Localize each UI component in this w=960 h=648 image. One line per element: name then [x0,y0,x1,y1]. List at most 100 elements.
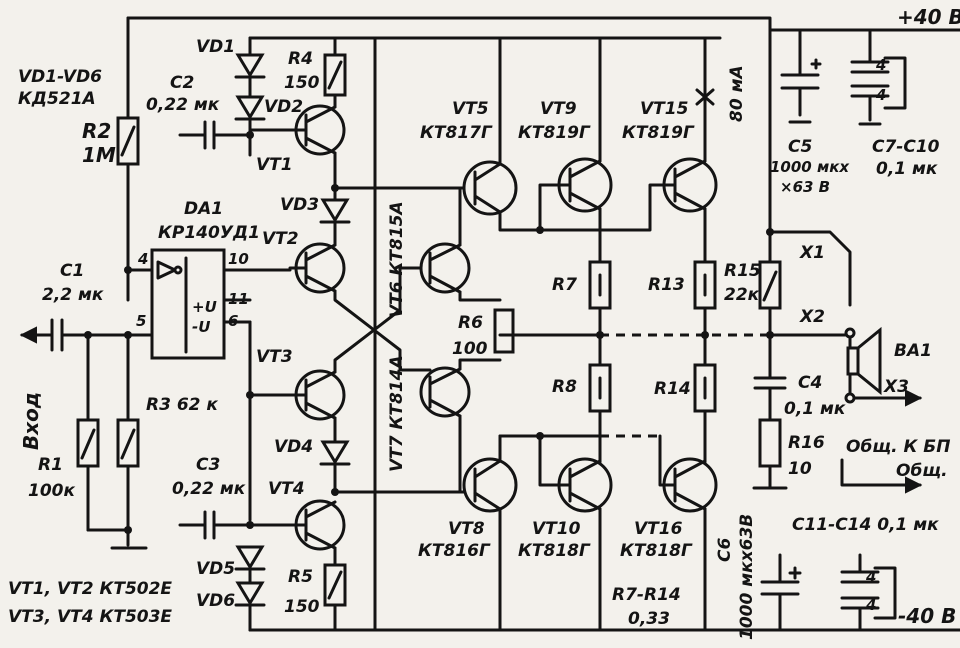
vt10-label: VT10 [532,519,581,539]
r2-value: 1М [82,143,116,167]
vd5-label: VD5 [196,559,235,579]
transistor-vt5 [462,160,518,216]
r16-label: R16 [788,433,825,453]
r6-value: 100 [452,339,488,359]
r7-r14-label: R7-R14 [612,585,681,605]
r15-label: R15 [724,261,761,281]
vt7-label: VT7 КТ814А [387,355,407,472]
current-label: 80 мА [727,65,747,122]
vt8-type-label: КТ816Г [418,541,491,561]
common-psu-label: Общ. К БП [846,437,951,457]
resistor-r6 [493,308,515,354]
vt6-label: VT6 КТ815А [387,201,407,318]
transistor-vt8 [462,457,518,513]
vt5-label: VT5 [452,99,489,119]
vt9-type-label: КТ819Г [518,123,591,143]
c11-c14-count-2: 4 [865,596,876,614]
r8-label: R8 [552,377,577,397]
vd4-label: VD4 [274,437,313,457]
input-label: Вход [19,392,43,450]
diode-vd3 [320,198,350,223]
vd6-label: VD6 [196,591,235,611]
resistor-r16 [758,418,782,468]
x2-label: X2 [799,307,825,327]
c4-value: 0,1 мк [784,399,846,419]
vt3-label: VT3 [256,347,293,367]
input-section [19,116,154,550]
c6-label: C6 [715,538,735,562]
output-network [752,28,923,632]
minus-u-label: -U [192,318,210,336]
c5-label: C5 [788,137,812,157]
r4-value: 150 [284,73,320,93]
vt10-type-label: КТ818Г [518,541,591,561]
r1-value: 100к [28,481,75,501]
opamp-da1 [150,248,292,362]
c2-value: 0,22 мк [146,95,220,115]
c2-label: C2 [170,73,194,93]
minus-supply-label: -40 В [898,604,956,628]
vd1-label: VD1 [196,37,235,57]
x1-label: X1 [799,243,825,263]
vd-series-label: VD1-VD6 [18,67,102,87]
pin-11: 11 [228,290,249,308]
transistor-vt6 [419,242,471,294]
vt15-label: VT15 [640,99,688,119]
r16-value: 10 [788,459,812,479]
r1-label: R1 [38,455,63,475]
c3-value: 0,22 мк [172,479,246,499]
vt16-label: VT16 [634,519,683,539]
vt1-label: VT1 [256,155,293,175]
common-label: Общ. [896,461,948,481]
c5-value: 1000 мкх [770,158,850,176]
r7-label: R7 [552,275,577,295]
c11-c14-count: 4 [865,568,876,586]
c7-c10-value: 0,1 мк [876,159,938,179]
output-stage [462,36,770,632]
vt5-type-label: КТ817Г [420,123,493,143]
pin-5: 5 [136,312,146,330]
plus-u-label: +U [192,298,217,316]
r13-label: R13 [648,275,685,295]
transistor-vt7 [419,366,471,418]
pin-10: 10 [228,250,249,268]
c3-label: C3 [196,455,220,475]
vt4-label: VT4 [268,479,305,499]
r7-r14-value: 0,33 [628,609,670,629]
vt16-type-label: КТ818Г [620,541,693,561]
vd3-label: VD3 [280,195,319,215]
labels: +40 В -40 В VD1-VD6 КД521А R2 1М VD1 C2 … [8,5,960,640]
r15-value: 22к [724,285,760,305]
r5-label: R5 [288,567,313,587]
r5-value: 150 [284,597,320,617]
driver-pair [373,36,515,632]
vt34-type-label: VT3, VT4 КТ503Е [8,607,172,627]
x3-label: X3 [883,377,909,397]
c1-value: 2,2 мк [42,285,104,305]
ba1-label: ВА1 [894,341,932,361]
c7-c10-label: C7-C10 [872,137,940,157]
bias-column [178,36,467,632]
diode-vd4 [320,440,350,465]
diode-vd6 [235,581,265,606]
diode-vd1 [235,53,265,78]
c1-label: C1 [60,261,84,281]
r3-label: R3 62 к [146,395,218,415]
r14-label: R14 [654,379,691,399]
vt12-type-label: VT1, VT2 КТ502Е [8,579,172,599]
c6-value: 1000 мкх63В [737,514,757,640]
diode-vd2 [235,95,265,120]
c4-label: C4 [798,373,822,393]
vt9-label: VT9 [540,99,577,119]
c7-c10-count: 4 [875,56,886,74]
da1-label: DA1 [184,199,223,219]
vd-type-label: КД521А [18,89,96,109]
vt8-label: VT8 [448,519,485,539]
pin-6: 6 [228,312,238,330]
c7-c10-count-2: 4 [875,86,886,104]
pin-4: 4 [137,250,148,268]
c5-voltage: ×63 В [780,178,830,196]
r2-label: R2 [82,119,111,143]
vd2-label: VD2 [264,97,303,117]
